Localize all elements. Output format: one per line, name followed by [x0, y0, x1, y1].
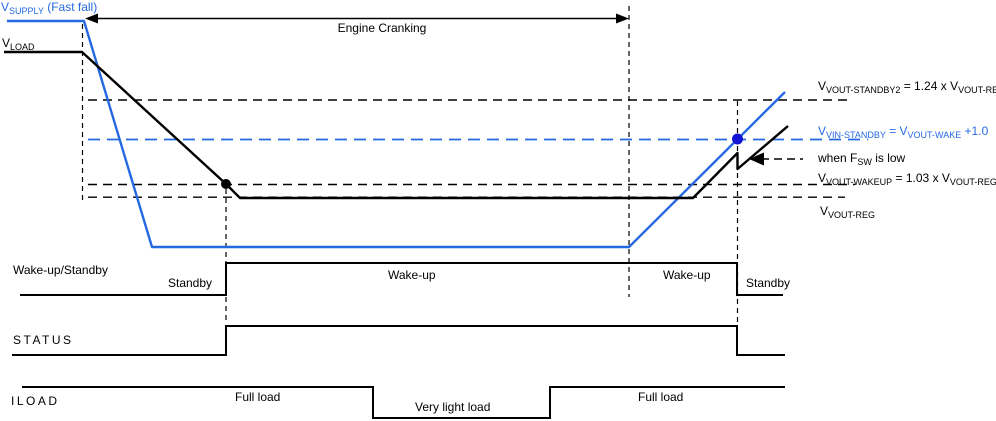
vin-standby-label: VVIN-STANDBY = VVOUT-WAKE +1.0	[818, 124, 989, 140]
phase-standby-2: Standby	[746, 276, 791, 290]
vout-wakeup-label: VVOUT-WAKEUP = 1.03 x VVOUT-REG	[818, 171, 996, 187]
wakeup-standby-row-label: Wake-up/Standby	[13, 263, 108, 277]
engine-cranking-label: Engine Cranking	[337, 21, 427, 35]
v-supply-trace	[7, 19, 786, 249]
v-load-trace	[4, 50, 789, 200]
iload-row-label: ILOAD	[11, 394, 60, 408]
arrow-right-head	[616, 13, 629, 24]
status-row-label: STATUS	[13, 333, 74, 347]
vout-reg-label: VVOUT-REG	[820, 204, 876, 220]
phase-full-load-2: Full load	[638, 390, 684, 404]
engine-cranking-arrow	[85, 13, 629, 24]
v-supply-label: VSUPPLY (Fast fall)	[1, 0, 98, 16]
when-fsw-label: when FSW is low	[818, 151, 906, 167]
iload-trace	[22, 386, 785, 419]
arrow-left-head	[85, 13, 98, 24]
phase-standby-1: Standby	[168, 276, 213, 290]
status-trace	[12, 325, 785, 356]
wakeup-threshold-dot	[221, 179, 231, 189]
vin-standby-dot	[732, 133, 743, 145]
phase-wakeup-2: Wake-up	[663, 268, 711, 282]
threshold-lines	[88, 99, 868, 198]
phase-wakeup-1: Wake-up	[388, 268, 436, 282]
phase-very-light-load: Very light load	[415, 400, 491, 414]
vout-standby2-label: VVOUT-STANDBY2 = 1.24 x VVOUT-REG	[818, 79, 996, 95]
v-load-label: VLOAD	[2, 36, 35, 52]
wakeup-standby-trace	[20, 262, 783, 296]
fsw-arrow-head	[749, 152, 764, 166]
phase-full-load-1: Full load	[235, 390, 281, 404]
fsw-annotation-arrow	[749, 152, 803, 166]
